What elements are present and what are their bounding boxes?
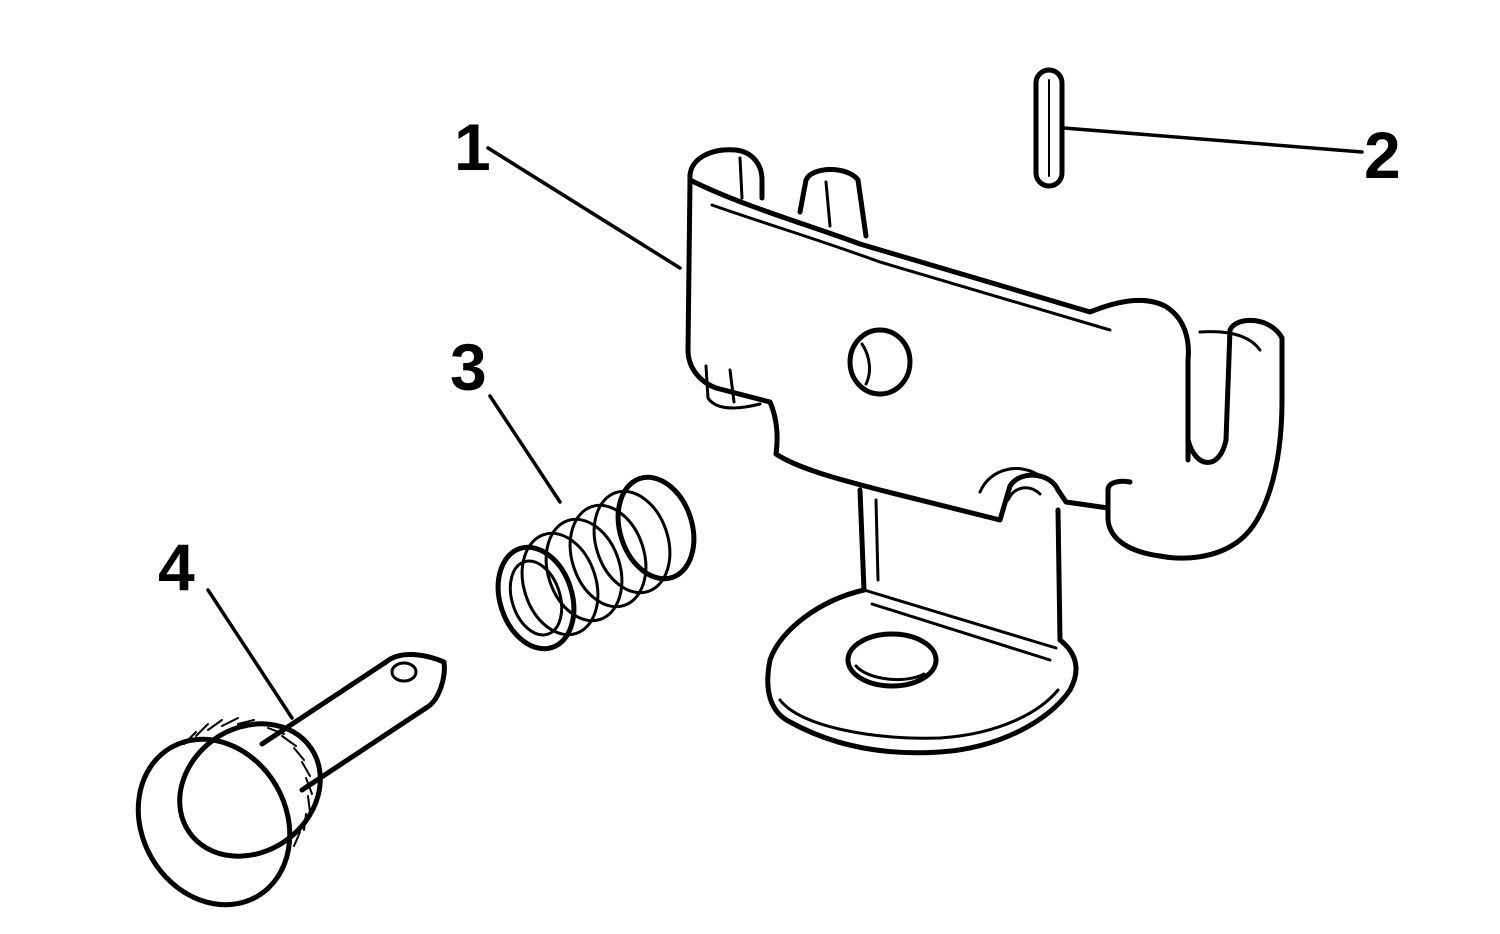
callout-3: 3 [450, 330, 487, 404]
callout-1: 1 [454, 110, 491, 184]
leader-line-4 [206, 588, 294, 720]
callout-2: 2 [1364, 118, 1401, 192]
callout-4: 4 [158, 530, 195, 604]
part-bracket [685, 147, 1285, 756]
part-spring [495, 474, 697, 652]
callout-labels: 1 2 3 4 [158, 110, 1401, 604]
leader-line-3 [488, 394, 562, 504]
part-pin [1033, 67, 1065, 189]
leader-line-2 [1062, 126, 1364, 154]
leader-line-1 [486, 146, 682, 270]
callout-leaders [206, 126, 1364, 720]
part-plunger [135, 652, 447, 908]
